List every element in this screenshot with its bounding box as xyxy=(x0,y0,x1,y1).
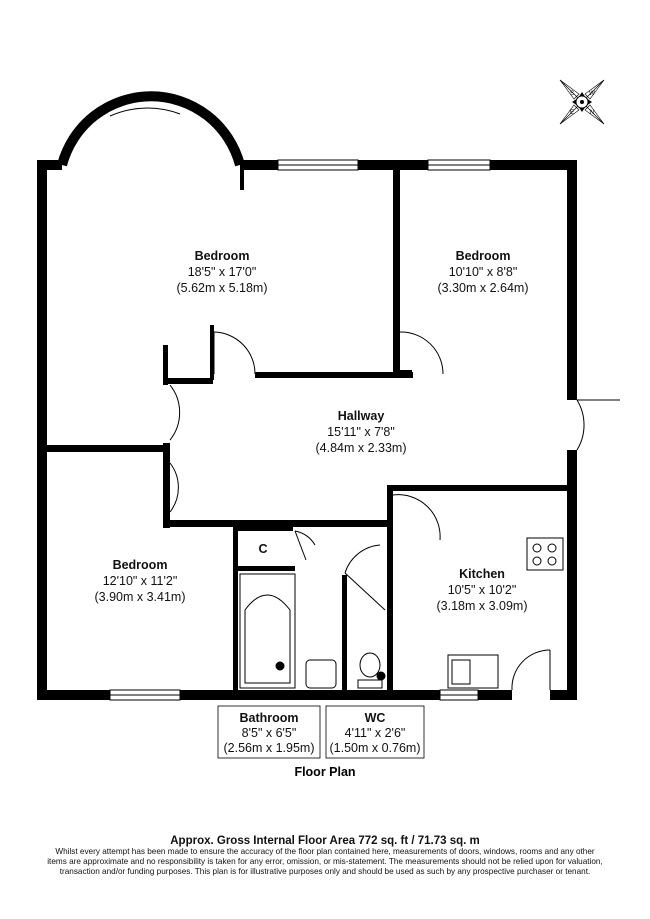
svg-text:12'10" x 11'2": 12'10" x 11'2" xyxy=(103,574,178,588)
room-kitchen: Kitchen 10'5" x 10'2" (3.18m x 3.09m) xyxy=(436,567,527,613)
room-cupboard: C xyxy=(258,542,267,556)
compass-letter: N xyxy=(590,110,594,116)
svg-text:18'5" x 17'0": 18'5" x 17'0" xyxy=(188,265,257,279)
svg-text:10'10" x 8'8": 10'10" x 8'8" xyxy=(449,265,518,279)
bay-wall xyxy=(57,91,245,167)
svg-text:8'5" x 6'5": 8'5" x 6'5" xyxy=(242,726,297,740)
svg-text:4'11" x 2'6": 4'11" x 2'6" xyxy=(345,726,406,740)
room-bathroom: Bathroom 8'5" x 6'5" (2.56m x 1.95m) xyxy=(217,705,321,759)
compass-rose-icon: S W N E xyxy=(559,79,605,125)
svg-text:Bathroom: Bathroom xyxy=(239,711,298,725)
svg-text:WC: WC xyxy=(365,711,386,725)
compass-letter: W xyxy=(589,91,595,97)
svg-text:Hallway: Hallway xyxy=(338,409,385,423)
sink xyxy=(447,654,499,689)
svg-text:(4.84m x 2.33m): (4.84m x 2.33m) xyxy=(315,441,406,455)
room-bedroom-2: Bedroom 10'10" x 8'8" (3.30m x 2.64m) xyxy=(437,249,528,295)
svg-text:(3.30m x 2.64m): (3.30m x 2.64m) xyxy=(437,281,528,295)
windows xyxy=(109,159,491,701)
svg-text:Bedroom: Bedroom xyxy=(195,249,250,263)
footer: Approx. Gross Internal Floor Area 772 sq… xyxy=(0,835,650,877)
hob xyxy=(526,537,564,571)
svg-text:(3.18m x 3.09m): (3.18m x 3.09m) xyxy=(436,599,527,613)
svg-text:Bedroom: Bedroom xyxy=(113,558,168,572)
svg-text:Kitchen: Kitchen xyxy=(459,567,505,581)
disclaimer: Whilst every attempt has been made to en… xyxy=(47,847,603,876)
compass-letter: S xyxy=(570,91,574,97)
walls xyxy=(37,160,577,700)
doors xyxy=(169,331,620,691)
compass-letter: E xyxy=(570,110,574,116)
svg-text:(3.90m x 3.41m): (3.90m x 3.41m) xyxy=(94,590,185,604)
bathtub xyxy=(239,573,296,689)
plan-title: Floor Plan xyxy=(294,765,356,779)
room-wc: WC 4'11" x 2'6" (1.50m x 0.76m) xyxy=(325,705,425,759)
svg-text:15'11" x 7'8": 15'11" x 7'8" xyxy=(327,425,395,439)
svg-text:(2.56m x 1.95m): (2.56m x 1.95m) xyxy=(223,741,314,755)
basin xyxy=(305,659,337,689)
fixtures xyxy=(239,537,564,689)
svg-text:(1.50m x 0.76m): (1.50m x 0.76m) xyxy=(329,741,420,755)
svg-text:Bedroom: Bedroom xyxy=(456,249,511,263)
svg-text:(5.62m x 5.18m): (5.62m x 5.18m) xyxy=(176,281,267,295)
room-bedroom-3: Bedroom 12'10" x 11'2" (3.90m x 3.41m) xyxy=(94,558,185,604)
floor-area: Approx. Gross Internal Floor Area 772 sq… xyxy=(170,835,480,847)
room-bedroom-1: Bedroom 18'5" x 17'0" (5.62m x 5.18m) xyxy=(176,249,267,295)
room-hallway: Hallway 15'11" x 7'8" (4.84m x 2.33m) xyxy=(315,409,406,455)
svg-text:10'5" x 10'2": 10'5" x 10'2" xyxy=(448,583,517,597)
toilet xyxy=(359,652,381,678)
